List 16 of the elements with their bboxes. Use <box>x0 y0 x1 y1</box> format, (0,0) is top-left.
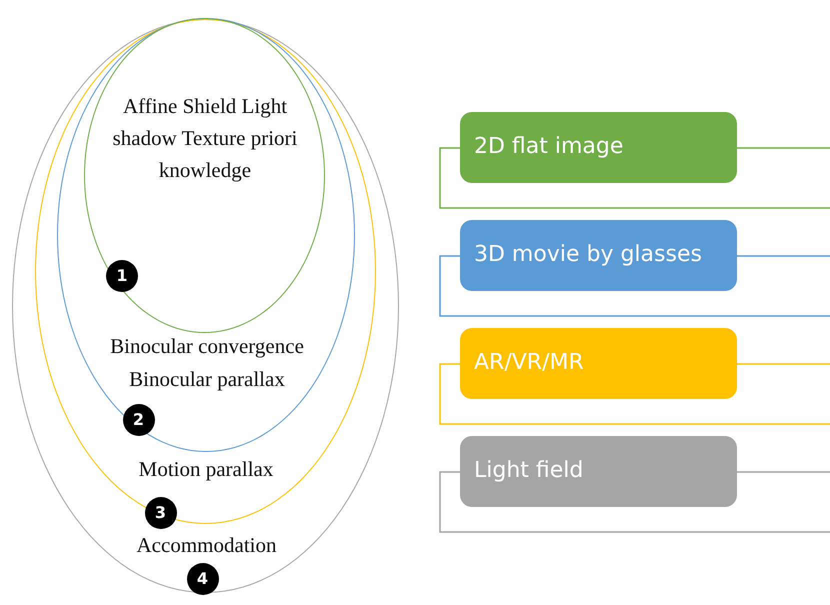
cue-label: Binocular convergence <box>109 333 305 359</box>
cue-label: Affine Shield Light shadow Texture priori knowledge <box>112 92 298 184</box>
ellipse-region <box>12 19 399 593</box>
category-box: 2D flat image <box>460 112 737 183</box>
number-badge: 2 <box>122 404 154 436</box>
category-box: 3D movie by glasses <box>460 220 737 291</box>
number-badge: 1 <box>106 260 138 292</box>
category-box: Light field <box>460 436 737 507</box>
cue-label: Binocular parallax <box>128 366 286 392</box>
category-box: AR/VR/MR <box>460 328 737 399</box>
ellipse-region <box>57 18 355 452</box>
cue-label: Accommodation <box>136 532 278 558</box>
number-badge: 4 <box>186 562 218 594</box>
number-badge: 3 <box>144 496 176 528</box>
cue-label: Motion parallax <box>138 456 274 482</box>
ellipse-region <box>84 18 324 332</box>
